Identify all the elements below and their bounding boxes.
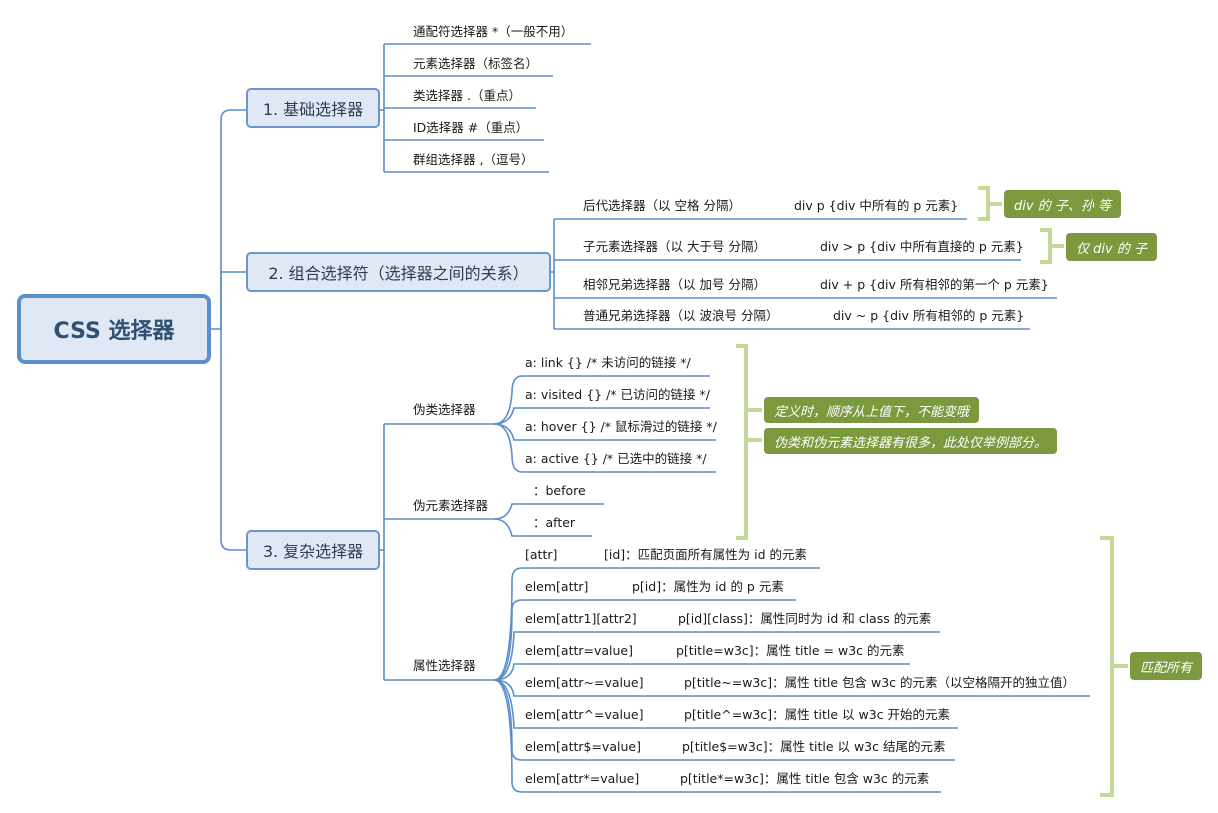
basic-item: ID选择器 #（重点） <box>413 120 529 135</box>
pseudo-class-item: a: hover {} /* 鼠标滑过的链接 */ <box>525 419 717 434</box>
attribute-syntax: elem[attr^=value] <box>525 707 644 722</box>
branch-combo: 2. 组合选择符（选择器之间的关系） <box>246 252 551 292</box>
note-pseudo-order: 定义时，顺序从上值下，不能变哦 <box>764 397 980 423</box>
attribute-example: p[title~=w3c]：属性 title 包含 w3c 的元素（以空格隔开的… <box>684 675 1076 690</box>
basic-item: 群组选择器 ,（逗号） <box>413 152 534 167</box>
branch-complex-label: 3. 复杂选择器 <box>262 542 364 561</box>
attribute-example: p[title=w3c]：属性 title = w3c 的元素 <box>676 643 905 658</box>
pseudo-class-item: a: visited {} /* 已访问的链接 */ <box>525 387 710 402</box>
basic-item: 元素选择器（标签名） <box>413 56 539 71</box>
combo-item-example: div p {div 中所有的 p 元素} <box>794 198 959 213</box>
basic-item: 类选择器 .（重点） <box>413 88 521 103</box>
attribute-example: p[title^=w3c]：属性 title 以 w3c 开始的元素 <box>684 707 951 722</box>
attribute-example: [id]：匹配页面所有属性为 id 的元素 <box>604 547 808 562</box>
root-node: CSS 选择器 <box>17 294 211 364</box>
pseudo-element-item: ：before <box>533 483 586 498</box>
attribute-example: p[id][class]：属性同时为 id 和 class 的元素 <box>678 611 932 626</box>
branch-complex: 3. 复杂选择器 <box>246 530 380 570</box>
attribute-syntax: [attr] <box>525 547 558 562</box>
note-pseudo-order-text: 定义时，顺序从上值下，不能变哦 <box>774 404 970 420</box>
combo-item-name: 后代选择器（以 空格 分隔） <box>583 198 741 213</box>
pseudo-element-label: 伪元素选择器 <box>413 498 489 513</box>
attribute-label: 属性选择器 <box>413 658 476 673</box>
branch-basic-label: 1. 基础选择器 <box>262 100 364 119</box>
attribute-syntax: elem[attr*=value] <box>525 771 640 786</box>
note-child: 仅 div 的 子 <box>1066 233 1157 261</box>
root-label: CSS 选择器 <box>53 319 175 344</box>
pseudo-class-label: 伪类选择器 <box>413 402 476 417</box>
note-descendant: div 的 子、孙 等 <box>1004 190 1121 218</box>
branch-basic: 1. 基础选择器 <box>246 88 380 128</box>
combo-item-example: div + p {div 所有相邻的第一个 p 元素} <box>820 277 1049 292</box>
combo-item-example: div > p {div 中所有直接的 p 元素} <box>820 239 1024 254</box>
combo-item-name: 普通兄弟选择器（以 波浪号 分隔） <box>583 308 779 323</box>
note-attribute-match-all: 匹配所有 <box>1130 652 1203 680</box>
note-pseudo-examples: 伪类和伪元素选择器有很多，此处仅举例部分。 <box>764 428 1058 454</box>
attribute-syntax: elem[attr$=value] <box>525 739 641 754</box>
attribute-syntax: elem[attr~=value] <box>525 675 644 690</box>
combo-item-name: 相邻兄弟选择器（以 加号 分隔） <box>583 277 766 292</box>
attribute-syntax: elem[attr1][attr2] <box>525 611 637 626</box>
attribute-example: p[title*=w3c]：属性 title 包含 w3c 的元素 <box>680 771 930 786</box>
note-child-text: 仅 div 的 子 <box>1076 241 1147 257</box>
pseudo-class-item: a: link {} /* 未访问的链接 */ <box>525 355 691 370</box>
attribute-example: p[id]：属性为 id 的 p 元素 <box>632 579 784 594</box>
combo-item-name: 子元素选择器（以 大于号 分隔） <box>583 239 766 254</box>
note-pseudo-examples-text: 伪类和伪元素选择器有很多，此处仅举例部分。 <box>774 435 1048 451</box>
pseudo-class-item: a: active {} /* 已选中的链接 */ <box>525 451 707 466</box>
combo-item-example: div ~ p {div 所有相邻的 p 元素} <box>833 308 1025 323</box>
basic-item: 通配符选择器 *（一般不用） <box>413 24 574 39</box>
attribute-syntax: elem[attr=value] <box>525 643 634 658</box>
pseudo-element-item: ：after <box>533 515 576 530</box>
attribute-syntax: elem[attr] <box>525 579 589 594</box>
branch-combo-label: 2. 组合选择符（选择器之间的关系） <box>268 264 529 283</box>
note-descendant-text: div 的 子、孙 等 <box>1014 198 1111 214</box>
attribute-example: p[title$=w3c]：属性 title 以 w3c 结尾的元素 <box>682 739 946 754</box>
note-attribute-match-all-text: 匹配所有 <box>1140 660 1193 676</box>
